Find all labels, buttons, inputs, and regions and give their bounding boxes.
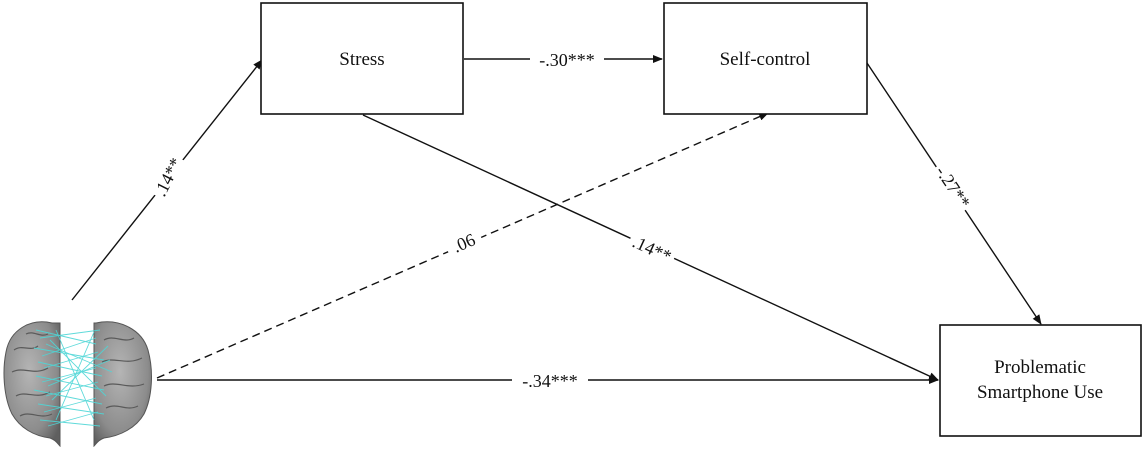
node-self-control-label: Self-control [720,49,811,70]
coef-stress-to-self-control: -.30*** [539,50,595,70]
label-stress-to-psu: .14** [626,227,680,268]
brain-connectivity-icon [3,321,152,448]
node-psu-label-line1: Problematic [994,357,1086,378]
node-psu-label-line2: Smartphone Use [977,382,1103,403]
label-stress-to-self-control: -.30*** [530,46,604,70]
coef-brain-to-psu: -.34*** [522,371,578,391]
node-stress-label: Stress [339,49,384,70]
label-self-control-to-psu: -.27** [930,158,979,214]
node-problematic-smartphone-use: Problematic Smartphone Use [939,324,1142,437]
node-self-control: Self-control [663,2,868,115]
label-brain-to-self-control: .06 [442,224,485,259]
node-stress: Stress [260,2,464,115]
label-brain-to-psu: -.34*** [512,368,588,392]
label-brain-to-stress: .14** [146,151,186,201]
